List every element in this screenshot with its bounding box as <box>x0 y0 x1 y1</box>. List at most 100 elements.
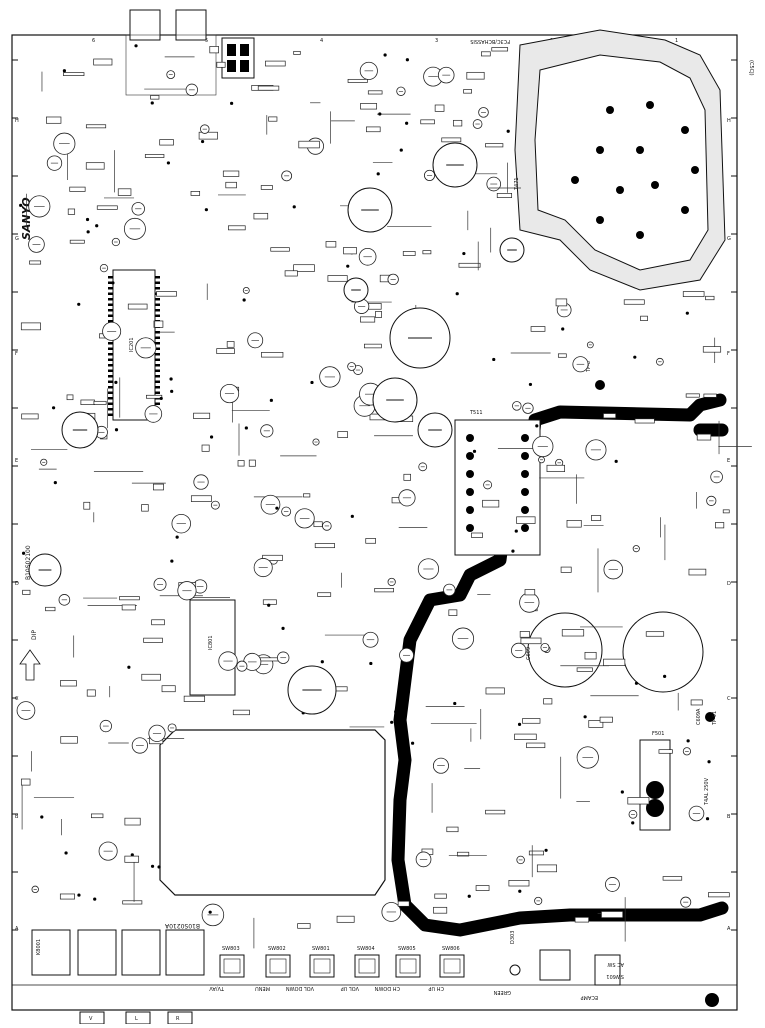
resistor <box>560 566 572 573</box>
resistor <box>259 657 281 662</box>
resistor <box>232 709 250 716</box>
via <box>453 701 457 706</box>
resistor <box>45 606 56 612</box>
button-label: VOL UP <box>341 985 359 991</box>
column-number: 3 <box>435 38 438 44</box>
via <box>157 865 161 869</box>
via <box>170 559 174 563</box>
resistor <box>420 119 435 125</box>
button-label: VOL DOWN <box>286 985 314 991</box>
row-letters-left: H G F E D C B A <box>15 118 19 932</box>
resistor <box>402 251 416 256</box>
resistor <box>446 826 459 833</box>
resistor <box>365 538 376 544</box>
resistor <box>209 46 219 54</box>
ic-pin <box>108 342 113 345</box>
via <box>130 853 134 857</box>
column-number: 4 <box>320 38 323 44</box>
button-ref: SW805 <box>398 946 416 952</box>
ic-pin <box>108 413 113 416</box>
svg-text:T511: T511 <box>469 410 483 416</box>
ic-pin <box>155 358 160 361</box>
solder-pad <box>521 488 529 496</box>
resistor <box>293 50 301 55</box>
ic-pin <box>155 391 160 394</box>
test-points: TP-8 TP-91 <box>586 361 718 726</box>
via <box>134 44 138 48</box>
via <box>633 355 637 359</box>
row-letter: A <box>15 926 19 932</box>
via <box>320 660 324 664</box>
resistor <box>520 637 542 645</box>
via <box>77 893 81 897</box>
resistor <box>584 651 597 660</box>
model-code-label: (C5CJ) <box>748 60 754 76</box>
row-letter: B <box>727 814 731 820</box>
svg-text:IC201: IC201 <box>129 337 135 352</box>
row-letter: C <box>727 696 731 702</box>
solder-pad <box>596 146 604 154</box>
row-letter: F <box>15 351 18 357</box>
via <box>275 506 279 510</box>
resistor <box>485 809 506 815</box>
resistor <box>143 637 163 643</box>
resistor <box>685 393 700 398</box>
resistor <box>640 315 648 321</box>
svg-text:C609: C609 <box>526 647 532 660</box>
via <box>685 311 689 315</box>
via <box>346 264 350 268</box>
via <box>472 449 477 453</box>
ic-pin <box>108 375 113 378</box>
solder-pad <box>521 452 529 460</box>
solder-pad <box>466 524 474 532</box>
resistor <box>60 680 77 687</box>
via <box>114 380 118 384</box>
svg-text:D303: D303 <box>510 931 516 944</box>
resistor <box>566 520 582 528</box>
ic-pin <box>108 358 113 361</box>
part-number-bottom: B10S0210A <box>164 922 200 929</box>
resistor <box>634 418 655 424</box>
ic-pin <box>155 402 160 405</box>
resistor <box>298 140 320 149</box>
resistor <box>46 116 62 124</box>
transformer-label: T471 <box>514 177 520 191</box>
via <box>40 815 44 819</box>
resistor <box>708 892 730 898</box>
resistor <box>86 689 96 697</box>
resistor <box>366 126 381 133</box>
resistor <box>441 137 462 143</box>
resistor <box>260 185 273 190</box>
resistor <box>60 736 78 744</box>
resistor <box>561 629 585 637</box>
row-letter: H <box>15 118 19 124</box>
resistor <box>496 193 513 198</box>
resistor <box>122 900 143 905</box>
via <box>127 665 131 669</box>
via <box>405 58 409 62</box>
via <box>85 217 90 222</box>
resistor <box>222 170 240 177</box>
resistor <box>485 143 504 148</box>
button-ref: SW806 <box>442 946 460 952</box>
ic-pin <box>108 309 113 312</box>
resistor <box>190 191 201 196</box>
resistor <box>588 720 604 728</box>
connector-label-r: R <box>176 1016 180 1022</box>
resistor <box>374 588 394 593</box>
resistor <box>434 104 445 112</box>
resistor <box>327 275 348 282</box>
via <box>95 224 99 228</box>
resistor <box>453 119 463 127</box>
resistor <box>343 247 357 255</box>
ic-pin <box>108 314 113 317</box>
c609-capacitor: C609 <box>526 612 603 688</box>
row-letters-right: H G F E D C B A <box>727 118 731 932</box>
resistor <box>524 589 536 596</box>
via <box>77 302 81 306</box>
button-ref: SW803 <box>222 946 240 952</box>
via <box>506 129 510 133</box>
resistor <box>722 509 730 514</box>
via <box>281 626 285 630</box>
resistor <box>662 876 683 881</box>
